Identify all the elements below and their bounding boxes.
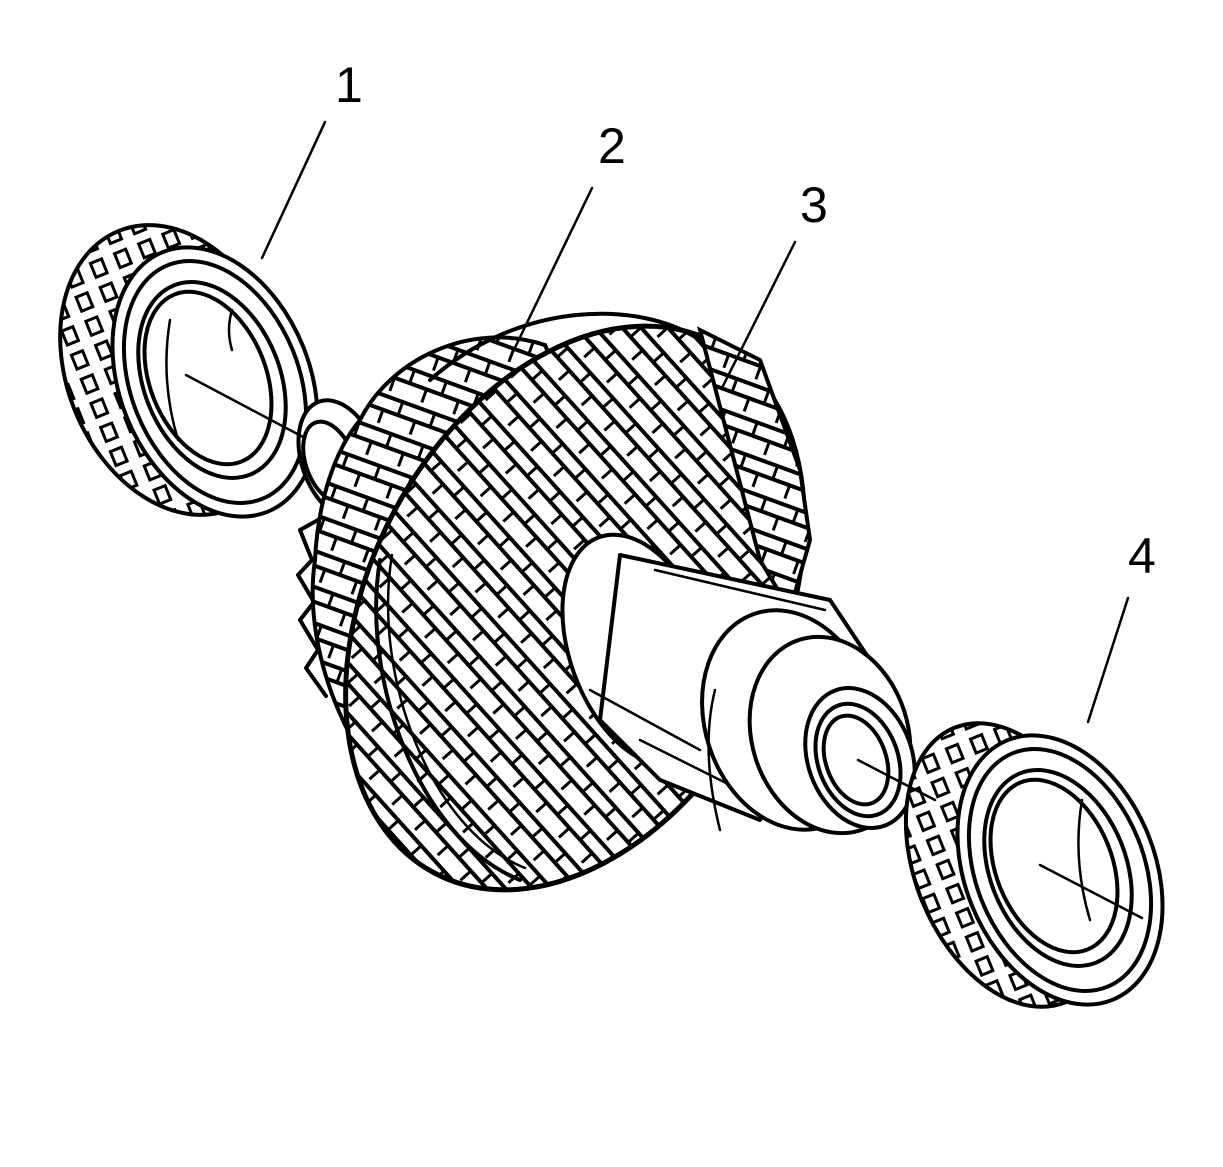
ring-gear <box>343 311 917 893</box>
axis-line-right-bearing <box>1038 863 1144 920</box>
bearing-left <box>58 223 320 519</box>
callout-3: 3 <box>800 177 828 233</box>
axis-line-left <box>184 373 307 440</box>
bearing-right <box>903 721 1165 1009</box>
leader-line-1 <box>260 120 327 260</box>
leader-line-2 <box>508 186 594 360</box>
leader-lines <box>184 120 1144 920</box>
leader-line-3 <box>720 240 797 390</box>
callout-2: 2 <box>598 118 626 174</box>
callout-1: 1 <box>335 57 363 113</box>
axis-line-right <box>856 758 937 802</box>
callout-labels: 1 2 3 4 <box>335 57 1156 584</box>
leader-line-4 <box>1086 596 1130 724</box>
callout-4: 4 <box>1128 528 1156 584</box>
